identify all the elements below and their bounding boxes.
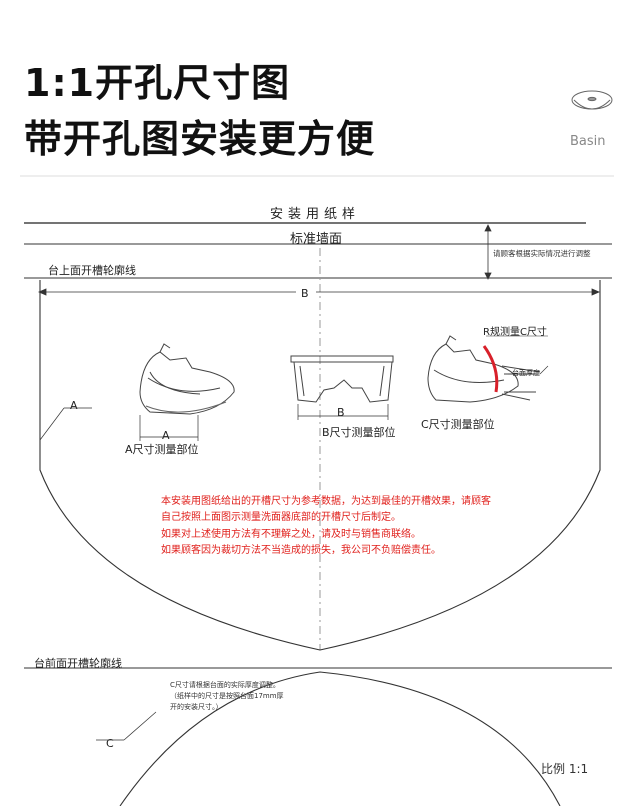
c-size-note: 开的安装尺寸。） — [170, 703, 223, 711]
front-cut-outline — [119, 671, 561, 806]
figure-a-dimension — [139, 415, 199, 441]
a-outline-label: A — [70, 399, 78, 412]
figure-c-caption: C尺寸测量部位 — [421, 418, 495, 431]
c-size-note: （纸样中的尺寸是按照台面17mm厚 — [170, 692, 284, 700]
front-outline-label: 台前面开槽轮廓线 — [34, 657, 122, 670]
top-outline-label: 台上面开槽轮廓线 — [48, 264, 136, 277]
b-dimension-line — [37, 288, 601, 296]
thickness-label: 台面厚度 — [512, 369, 540, 377]
warning-note: 自己按照上面图示测量洗面器底部的开槽尺寸后制定。 — [161, 512, 401, 523]
figure-b-section — [290, 355, 394, 403]
basin-label: Basin — [570, 134, 606, 149]
b-dimension-label: B — [301, 287, 309, 300]
figure-a-basin — [139, 343, 235, 415]
figure-b-dim-label: B — [337, 406, 345, 419]
warning-note: 如果对上述使用方法有不理解之处，请及时与销售商联络。 — [161, 529, 421, 540]
figure-b-caption: B尺寸测量部位 — [322, 426, 396, 439]
thickness-leader-2 — [539, 365, 549, 375]
top-cut-outline — [39, 280, 601, 651]
sheet-title: 安装用纸样 — [270, 207, 361, 222]
r-gauge-mark — [482, 345, 499, 393]
wall-adjust-note: 请顾客根据实际情况进行调整 — [493, 249, 591, 258]
c-size-note: C尺寸请根据台面的实际厚度调整。 — [170, 681, 280, 689]
figure-b-dimension — [297, 404, 389, 420]
r-gauge-label: R规测量C尺寸 — [483, 327, 547, 338]
scale-label: 比例 1:1 — [541, 762, 589, 776]
warning-note: 如果顾客因为裁切方法不当造成的损失，我公司不负赔偿责任。 — [161, 545, 441, 556]
a-leader — [39, 407, 65, 441]
wall-adjust-dimension — [484, 224, 492, 280]
wall-label: 标准墙面 — [290, 232, 343, 247]
heading-line-2: 带开孔图安装更方便 — [24, 117, 376, 161]
figure-a-caption: A尺寸测量部位 — [125, 443, 199, 456]
warning-note: 本安装用图纸给出的开槽尺寸为参考数据，为达到最佳的开槽效果，请顾客 — [161, 496, 491, 507]
c-outline-label: C — [106, 737, 114, 750]
heading-line-1: 1:1开孔尺寸图 — [24, 61, 291, 105]
basin-icon — [571, 90, 613, 110]
figure-a-dim-label: A — [162, 429, 170, 442]
c-leader — [123, 711, 157, 741]
